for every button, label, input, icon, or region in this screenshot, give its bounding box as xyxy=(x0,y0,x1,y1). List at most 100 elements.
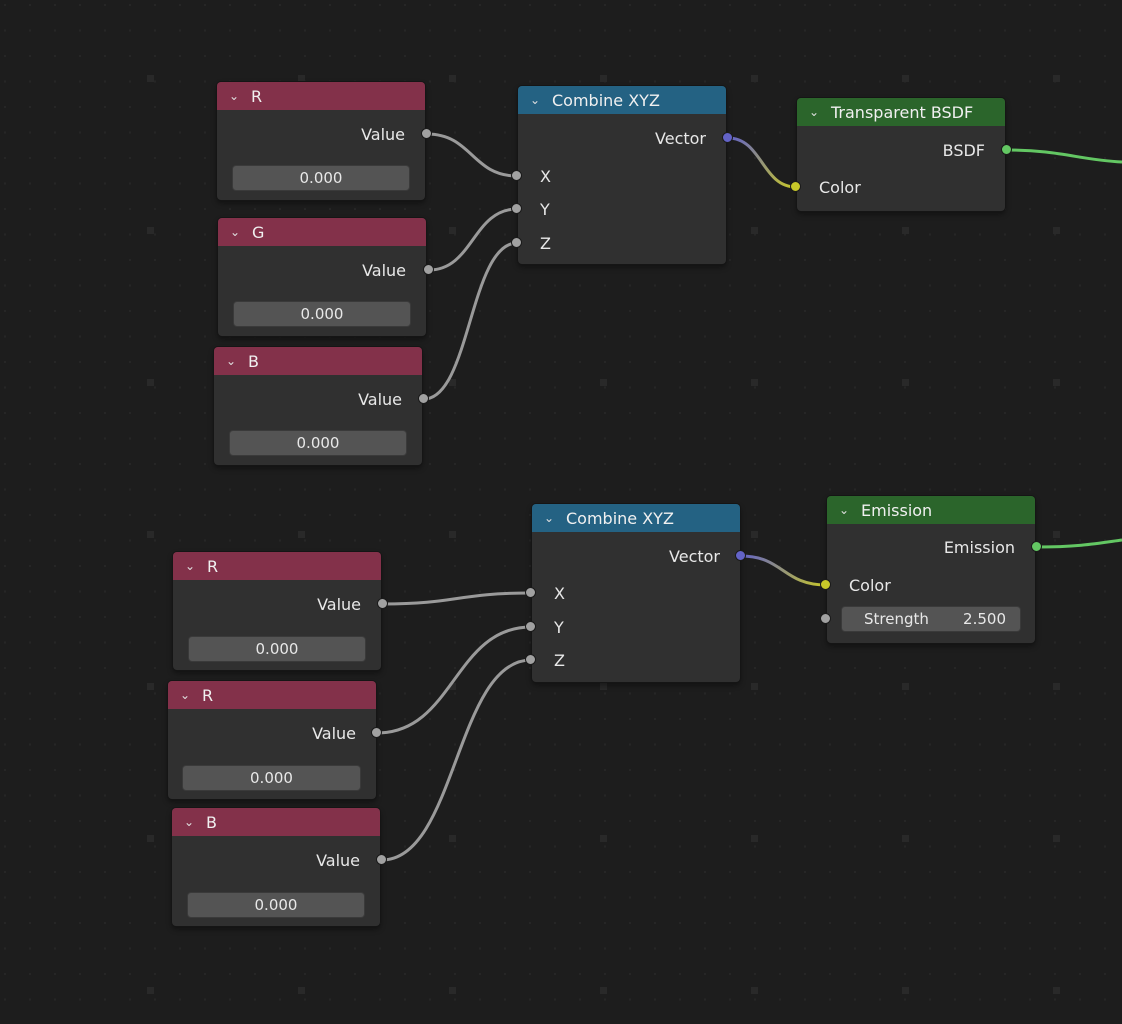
output-label: BSDF xyxy=(942,140,985,160)
transparent-bsdf-node[interactable]: ⌄ Transparent BSDF BSDF Color xyxy=(797,98,1005,211)
input-z-row: Z xyxy=(532,650,740,670)
node-header[interactable]: ⌄ R xyxy=(217,82,425,110)
node-header[interactable]: ⌄ Emission xyxy=(827,496,1035,524)
combine-xyz-node[interactable]: ⌄ Combine XYZ Vector X Y Z xyxy=(518,86,726,264)
socket-combine2-z-in[interactable] xyxy=(525,654,536,665)
chevron-down-icon[interactable]: ⌄ xyxy=(544,511,555,525)
chevron-down-icon[interactable]: ⌄ xyxy=(184,815,195,829)
node-header[interactable]: ⌄ R xyxy=(173,552,381,580)
value-field[interactable]: 0.000 xyxy=(188,636,366,662)
input-y-row: Y xyxy=(532,617,740,637)
output-value-row: Value xyxy=(173,594,381,614)
value-node-3[interactable]: ⌄ B Value 0.000 xyxy=(172,808,380,926)
socket-emission-color-in[interactable] xyxy=(820,579,831,590)
socket-combine-z-in[interactable] xyxy=(511,237,522,248)
chevron-down-icon[interactable]: ⌄ xyxy=(180,688,191,702)
strength-value: 2.500 xyxy=(963,610,1006,628)
node-header[interactable]: ⌄ B xyxy=(172,808,380,836)
chevron-down-icon[interactable]: ⌄ xyxy=(230,225,241,239)
output-value-row: Value xyxy=(168,723,376,743)
input-label: Z xyxy=(554,650,565,670)
value-field[interactable]: 0.000 xyxy=(232,165,410,191)
chevron-down-icon[interactable]: ⌄ xyxy=(809,105,820,119)
input-z-row: Z xyxy=(518,233,726,253)
node-header[interactable]: ⌄ B xyxy=(214,347,422,375)
output-bsdf-row: BSDF xyxy=(797,140,1005,160)
socket-r-value-out[interactable] xyxy=(421,128,432,139)
socket-g-value-out[interactable] xyxy=(423,264,434,275)
combine-xyz-node-2[interactable]: ⌄ Combine XYZ Vector X Y Z xyxy=(532,504,740,682)
chevron-down-icon[interactable]: ⌄ xyxy=(185,559,196,573)
socket-combine2-vector-out[interactable] xyxy=(735,550,746,561)
node-title: R xyxy=(202,685,214,705)
input-x-row: X xyxy=(532,583,740,603)
socket-value1-out[interactable] xyxy=(377,598,388,609)
input-label: Color xyxy=(849,575,891,595)
socket-value3-out[interactable] xyxy=(376,854,387,865)
value-node-2[interactable]: ⌄ R Value 0.000 xyxy=(168,681,376,799)
input-y-row: Y xyxy=(518,199,726,219)
socket-bsdf-out[interactable] xyxy=(1001,144,1012,155)
output-label: Vector xyxy=(655,128,706,148)
emission-node[interactable]: ⌄ Emission Emission Color Strength 2.500 xyxy=(827,496,1035,643)
input-x-row: X xyxy=(518,166,726,186)
value-node-r[interactable]: ⌄ R Value 0.000 xyxy=(217,82,425,200)
value-field[interactable]: 0.000 xyxy=(187,892,365,918)
chevron-down-icon[interactable]: ⌄ xyxy=(839,503,850,517)
socket-combine2-y-in[interactable] xyxy=(525,621,536,632)
strength-field[interactable]: Strength 2.500 xyxy=(841,606,1021,632)
input-label: Color xyxy=(819,177,861,197)
socket-combine-x-in[interactable] xyxy=(511,170,522,181)
chevron-down-icon[interactable]: ⌄ xyxy=(530,93,541,107)
value-field[interactable]: 0.000 xyxy=(182,765,361,791)
output-vector-row: Vector xyxy=(518,128,726,148)
input-label: Y xyxy=(554,617,564,637)
node-title: Combine XYZ xyxy=(552,90,660,110)
value-field[interactable]: 0.000 xyxy=(233,301,411,327)
output-value-row: Value xyxy=(217,124,425,144)
node-header[interactable]: ⌄ Transparent BSDF xyxy=(797,98,1005,126)
node-header[interactable]: ⌄ Combine XYZ xyxy=(532,504,740,532)
output-label: Emission xyxy=(943,537,1015,557)
socket-combine-y-in[interactable] xyxy=(511,203,522,214)
node-title: Combine XYZ xyxy=(566,508,674,528)
input-label: X xyxy=(554,583,565,603)
socket-bsdf-color-in[interactable] xyxy=(790,181,801,192)
value-node-g[interactable]: ⌄ G Value 0.000 xyxy=(218,218,426,336)
output-label: Value xyxy=(358,389,402,409)
strength-label: Strength xyxy=(864,610,929,628)
socket-b-value-out[interactable] xyxy=(418,393,429,404)
socket-emission-out[interactable] xyxy=(1031,541,1042,552)
output-emission-row: Emission xyxy=(827,537,1035,557)
node-title: R xyxy=(207,556,219,576)
input-label: Y xyxy=(540,199,550,219)
input-label: Z xyxy=(540,233,551,253)
socket-value2-out[interactable] xyxy=(371,727,382,738)
node-title: B xyxy=(206,812,217,832)
node-title: R xyxy=(251,86,263,106)
output-label: Value xyxy=(317,594,361,614)
chevron-down-icon[interactable]: ⌄ xyxy=(229,89,240,103)
node-header[interactable]: ⌄ R xyxy=(168,681,376,709)
output-value-row: Value xyxy=(214,389,422,409)
value-node-b[interactable]: ⌄ B Value 0.000 xyxy=(214,347,422,465)
output-label: Value xyxy=(316,850,360,870)
input-color-row: Color xyxy=(797,177,1005,197)
node-title: Transparent BSDF xyxy=(831,102,974,122)
output-value-row: Value xyxy=(172,850,380,870)
output-label: Value xyxy=(361,124,405,144)
input-label: X xyxy=(540,166,551,186)
socket-emission-strength-in[interactable] xyxy=(820,613,831,624)
value-field[interactable]: 0.000 xyxy=(229,430,407,456)
socket-combine-vector-out[interactable] xyxy=(722,132,733,143)
chevron-down-icon[interactable]: ⌄ xyxy=(226,354,237,368)
output-value-row: Value xyxy=(218,260,426,280)
value-node-1[interactable]: ⌄ R Value 0.000 xyxy=(173,552,381,670)
node-header[interactable]: ⌄ Combine XYZ xyxy=(518,86,726,114)
input-color-row: Color xyxy=(827,575,1035,595)
node-header[interactable]: ⌄ G xyxy=(218,218,426,246)
socket-combine2-x-in[interactable] xyxy=(525,587,536,598)
output-label: Vector xyxy=(669,546,720,566)
node-title: G xyxy=(252,222,265,242)
